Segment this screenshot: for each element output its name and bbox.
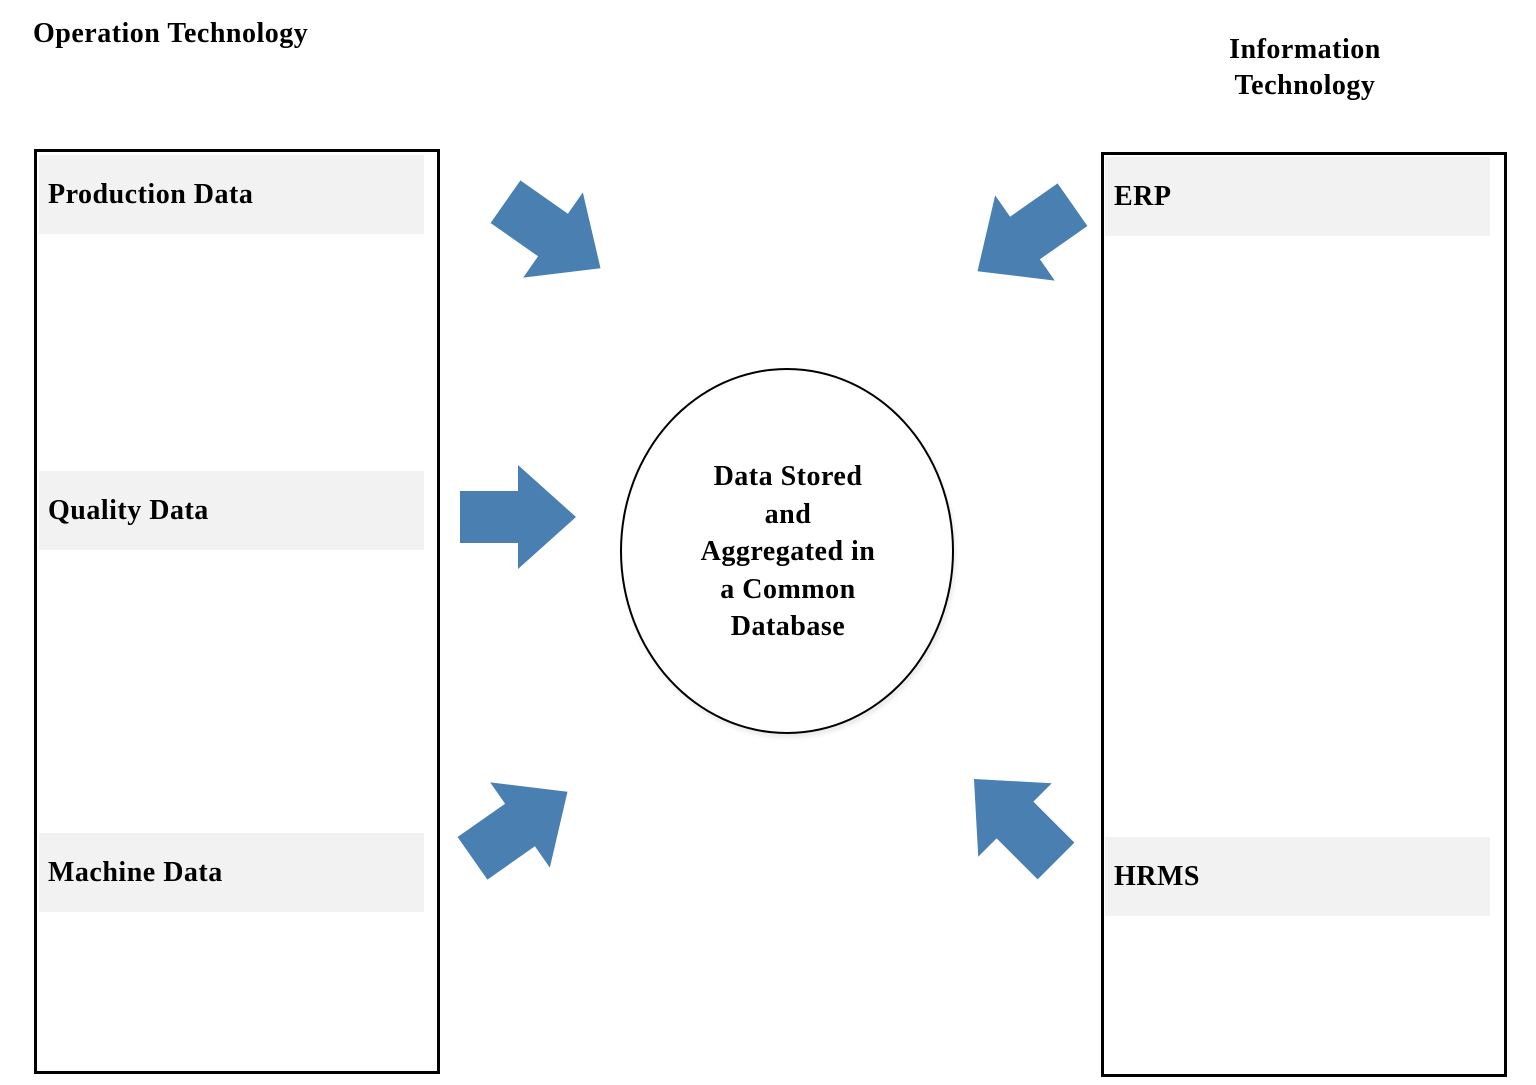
database-label-line: a Common — [720, 573, 856, 605]
machine-data-box: Machine Data — [39, 833, 424, 912]
operation-technology-panel: Production Data Quality Data Machine Dat… — [34, 149, 440, 1074]
common-database-circle — [620, 368, 954, 734]
information-technology-panel: ERP HRMS — [1101, 152, 1507, 1077]
common-database-label: Data Stored and Aggregated in a Common D… — [670, 458, 906, 646]
information-technology-heading-line: Information — [1229, 34, 1381, 65]
database-label-line: Database — [730, 611, 846, 642]
quality-data-box: Quality Data — [39, 471, 424, 550]
hrms-box: HRMS — [1105, 837, 1490, 916]
hrms-to-database-arrow-icon — [973, 778, 1075, 880]
quality-to-database-arrow-icon — [460, 465, 576, 569]
machine-to-database-arrow-icon — [457, 782, 568, 880]
erp-to-database-arrow-icon — [977, 183, 1088, 281]
database-label-line: Data Stored — [713, 461, 863, 492]
database-label-line: Aggregated in — [700, 536, 876, 567]
operation-technology-heading: Operation Technology — [33, 18, 309, 49]
erp-box: ERP — [1105, 157, 1490, 236]
information-technology-heading-line: Technology — [1234, 70, 1376, 101]
information-technology-heading: Information Technology — [1180, 32, 1430, 104]
database-label-line: and — [764, 498, 812, 530]
production-data-box: Production Data — [39, 155, 424, 234]
production-to-database-arrow-icon — [490, 180, 601, 278]
